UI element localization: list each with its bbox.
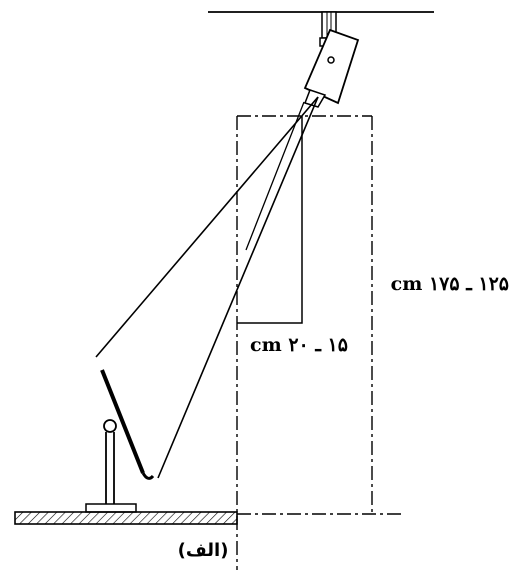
reference-box [236,115,401,570]
screen-panel [100,369,145,474]
beam-upper [95,96,319,358]
projector-nose [304,89,327,108]
height-range-label: ۱۲۵ ـ ۱۷۵ cm [391,273,509,295]
projector-body [303,28,360,105]
beam-center [245,101,305,251]
width-range-label: ۱۵ ـ ۲۰ cm [250,334,348,356]
floor-hatch [14,511,238,525]
width-dimension-bracket [237,116,303,324]
screen-stand [85,419,137,513]
projector-lens-mark [327,56,335,64]
beam-lower [157,96,319,479]
figure-caption: (الف) [178,540,229,561]
screen-hook [141,472,155,480]
